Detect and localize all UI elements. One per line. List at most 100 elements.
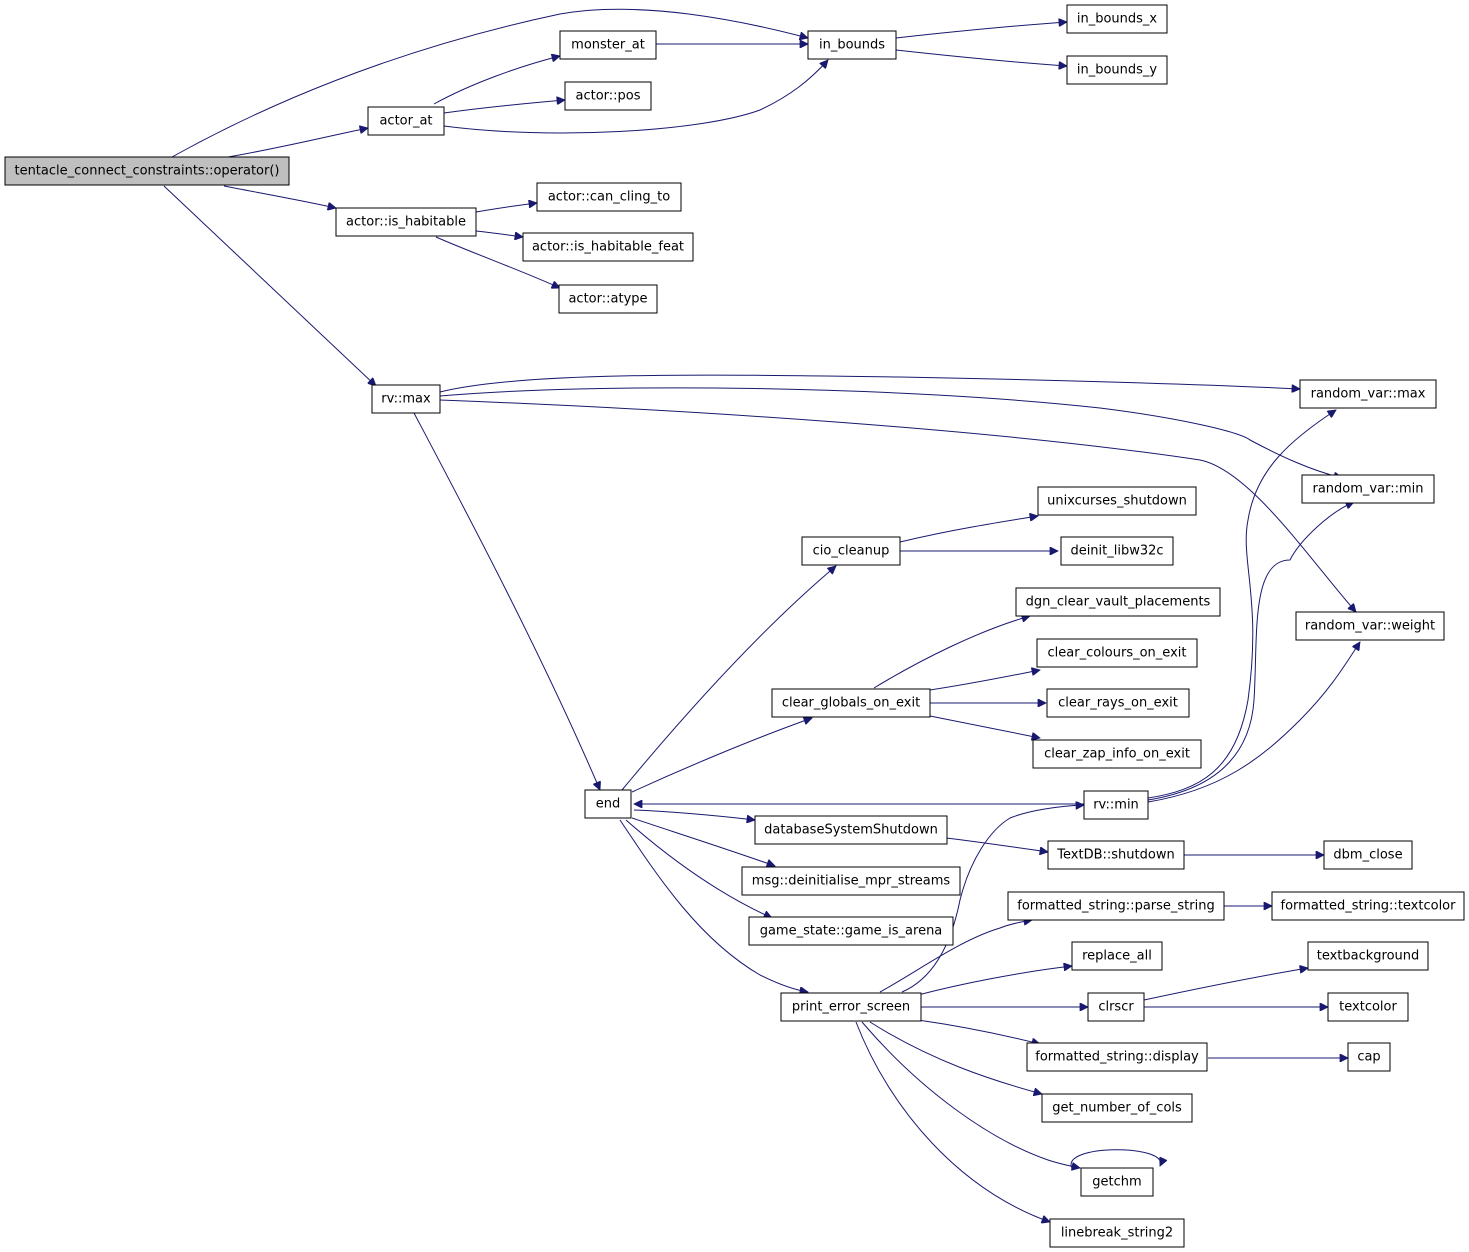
node-can-cling-to[interactable]: actor::can_cling_to	[536, 182, 682, 212]
edge-globals-clear-colours	[929, 670, 1040, 691]
node-clrscr[interactable]: clrscr	[1087, 992, 1145, 1022]
node-parse-string[interactable]: formatted_string::parse_string	[1007, 891, 1225, 921]
node-replace-all[interactable]: replace_all	[1071, 941, 1163, 971]
edge-rv-max-random-var-weight	[439, 399, 1356, 612]
node-linebreak-string2[interactable]: linebreak_string2	[1049, 1218, 1185, 1248]
node-root[interactable]: tentacle_connect_constraints::operator()	[4, 156, 290, 186]
node-print-error-screen[interactable]: print_error_screen	[780, 992, 922, 1022]
node-label: get_number_of_cols	[1052, 1101, 1182, 1116]
node-label: game_state::game_is_arena	[760, 924, 943, 939]
node-label: in_bounds	[819, 38, 885, 53]
node-fs-display[interactable]: formatted_string::display	[1026, 1042, 1208, 1072]
edge-end-clear-globals	[631, 718, 812, 793]
node-msg-deinit[interactable]: msg::deinitialise_mpr_streams	[741, 866, 961, 896]
node-label: monster_at	[571, 38, 645, 53]
node-getchm[interactable]: getchm	[1080, 1167, 1154, 1197]
node-label: deinit_libw32c	[1070, 544, 1163, 559]
edge-actor-at-in-bounds	[443, 60, 828, 134]
node-is-habitable[interactable]: actor::is_habitable	[335, 207, 477, 237]
node-rv-min[interactable]: rv::min	[1083, 790, 1149, 820]
node-label: rv::max	[381, 392, 431, 407]
node-textcolor[interactable]: textcolor	[1327, 992, 1409, 1022]
edge-in-bounds-y	[895, 49, 1067, 66]
edge-pes-fs-display	[917, 1019, 1040, 1044]
edge-pes-linebreak	[855, 1021, 1050, 1222]
node-game-is-arena[interactable]: game_state::game_is_arena	[748, 916, 954, 946]
node-label: in_bounds_y	[1077, 63, 1158, 78]
node-in-bounds[interactable]: in_bounds	[807, 30, 897, 60]
node-textbackground[interactable]: textbackground	[1307, 941, 1429, 971]
edge-end-print-error-screen	[619, 819, 808, 992]
edge-globals-dgn-clear	[873, 616, 1030, 689]
edge-end-game-is-arena	[625, 819, 772, 918]
edge-getchm-self	[1070, 1149, 1161, 1169]
edge-root-rv-max	[163, 185, 376, 386]
node-get-number-of-cols[interactable]: get_number_of_cols	[1041, 1093, 1193, 1123]
edge-actor-at-monster-at	[433, 56, 560, 105]
edge-actor-at-actor-pos	[443, 100, 565, 114]
node-label: dbm_close	[1333, 848, 1402, 863]
node-label: cap	[1357, 1050, 1380, 1065]
edge-rv-min-random-var-min	[1147, 502, 1354, 801]
node-cio-cleanup[interactable]: cio_cleanup	[801, 536, 901, 566]
node-dgn-clear-vault-placements[interactable]: dgn_clear_vault_placements	[1015, 587, 1221, 617]
node-label: actor::is_habitable_feat	[532, 240, 684, 255]
node-random-var-weight[interactable]: random_var::weight	[1295, 611, 1445, 641]
nodes-layer: tentacle_connect_constraints::operator()…	[4, 4, 1465, 1248]
node-label: actor_at	[379, 114, 432, 129]
node-random-var-min[interactable]: random_var::min	[1301, 474, 1435, 504]
node-label: unixcurses_shutdown	[1047, 494, 1187, 509]
node-cap[interactable]: cap	[1347, 1042, 1391, 1072]
node-label: cio_cleanup	[813, 544, 890, 559]
node-end[interactable]: end	[584, 789, 632, 819]
node-in-bounds-x[interactable]: in_bounds_x	[1066, 4, 1168, 34]
node-clear-zap-info-on-exit[interactable]: clear_zap_info_on_exit	[1032, 739, 1202, 769]
node-label: clear_rays_on_exit	[1058, 696, 1178, 711]
node-label: actor::atype	[568, 292, 647, 307]
node-deinit-libw32c[interactable]: deinit_libw32c	[1060, 536, 1174, 566]
edge-root-is-habitable	[223, 185, 336, 208]
node-in-bounds-y[interactable]: in_bounds_y	[1066, 55, 1168, 85]
edges-layer	[163, 8, 1360, 1222]
node-label: replace_all	[1082, 949, 1152, 964]
node-actor-pos[interactable]: actor::pos	[564, 81, 652, 111]
node-label: in_bounds_x	[1077, 12, 1158, 27]
node-is-habitable-feat[interactable]: actor::is_habitable_feat	[522, 232, 694, 262]
edge-root-in-bounds	[171, 8, 808, 158]
edge-rv-max-end	[413, 412, 600, 790]
edge-rv-min-random-var-weight	[1147, 642, 1360, 803]
node-label: actor::pos	[575, 89, 640, 104]
edge-rv-min-random-var-max	[1147, 410, 1336, 799]
node-label: formatted_string::textcolor	[1281, 899, 1457, 914]
node-actor-at[interactable]: actor_at	[367, 106, 445, 136]
edge-end-msg-deinit	[631, 817, 775, 866]
node-database-system-shutdown[interactable]: databaseSystemShutdown	[754, 815, 948, 845]
edge-is-habitable-can-cling-to	[475, 203, 537, 213]
node-unixcurses-shutdown[interactable]: unixcurses_shutdown	[1037, 486, 1197, 516]
node-label: getchm	[1092, 1175, 1141, 1190]
node-dbm-close[interactable]: dbm_close	[1323, 840, 1413, 870]
node-clear-colours-on-exit[interactable]: clear_colours_on_exit	[1036, 638, 1198, 668]
node-monster-at[interactable]: monster_at	[559, 30, 657, 60]
node-rv-max[interactable]: rv::max	[371, 384, 441, 414]
node-fs-textcolor[interactable]: formatted_string::textcolor	[1271, 891, 1465, 921]
node-label: clrscr	[1098, 1000, 1134, 1015]
node-label: tentacle_connect_constraints::operator()	[14, 164, 279, 179]
node-clear-rays-on-exit[interactable]: clear_rays_on_exit	[1046, 688, 1190, 718]
node-label: clear_globals_on_exit	[782, 696, 920, 711]
node-atype[interactable]: actor::atype	[558, 284, 658, 314]
edge-in-bounds-x	[895, 22, 1067, 39]
node-label: clear_colours_on_exit	[1048, 646, 1187, 661]
node-label: formatted_string::display	[1035, 1050, 1199, 1065]
node-label: end	[596, 797, 621, 812]
edge-is-habitable-feat	[475, 230, 523, 237]
node-clear-globals-on-exit[interactable]: clear_globals_on_exit	[771, 688, 931, 718]
node-label: clear_zap_info_on_exit	[1044, 747, 1190, 762]
node-textdb-shutdown[interactable]: TextDB::shutdown	[1047, 840, 1185, 870]
edge-db-textdb	[945, 837, 1048, 852]
node-random-var-max[interactable]: random_var::max	[1299, 379, 1437, 409]
node-label: rv::min	[1093, 798, 1139, 813]
node-label: print_error_screen	[792, 1000, 910, 1015]
edge-end-database-shutdown	[633, 809, 755, 820]
